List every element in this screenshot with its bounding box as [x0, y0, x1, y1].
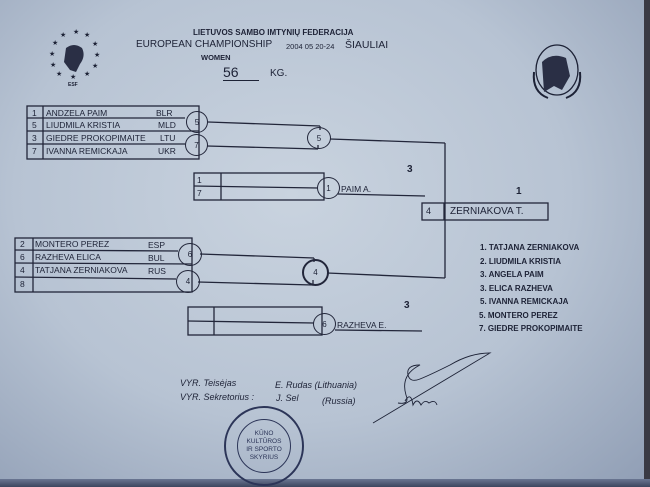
- chief-judge: E. Rudas (Lithuania): [275, 380, 358, 390]
- place: 1: [516, 186, 522, 197]
- country: UKR: [158, 146, 176, 156]
- seed: 5: [32, 120, 37, 130]
- athlete-name: GIEDRE PROKOPIMAITE: [46, 133, 146, 143]
- federation-name: LIETUVOS SAMBO IMTYNIŲ FEDERACIJA: [193, 28, 354, 37]
- standing: 3. ANGELA PAIM: [480, 270, 544, 279]
- bronze-winner: RAZHEVA E.: [337, 320, 387, 330]
- weight-unit: KG.: [270, 68, 288, 79]
- standing: 7. GIEDRE PROKOPIMAITE: [479, 324, 583, 333]
- athlete-name: IVANNA REMICKAJA: [46, 146, 128, 156]
- stamp-line: IR SPORTO: [246, 446, 282, 453]
- stamp-line: SKYRIUS: [249, 454, 279, 461]
- athlete-name: LIUDMILA KRISTIA: [46, 120, 121, 130]
- svg-text:★: ★: [49, 50, 55, 58]
- stamp-line: KŪNO: [254, 430, 274, 437]
- country: ESP: [148, 240, 166, 250]
- country: BUL: [148, 253, 165, 263]
- seed: 1: [197, 175, 202, 185]
- athlete-name: RAZHEVA ELICA: [35, 252, 101, 262]
- bout-winner-circle: 4: [302, 259, 329, 286]
- bout-winner-circle: 6: [178, 243, 202, 266]
- athlete-name: TATJANA ZERNIAKOVA: [35, 265, 128, 275]
- athlete-name: ANDZELA PAIM: [46, 108, 108, 118]
- champion-name: ZERNIAKOVA T.: [450, 206, 524, 217]
- judge-label: VYR. Teisėjas: [180, 378, 237, 388]
- category: WOMEN: [201, 53, 231, 62]
- esf-logo: ★★★ ★★★ ★★★ ★★★: [49, 28, 100, 81]
- svg-text:★: ★: [50, 61, 56, 69]
- bout-winner-circle: 1: [317, 177, 340, 199]
- svg-text:★: ★: [92, 62, 98, 70]
- athlete-name: MONTERO PEREZ: [35, 239, 110, 249]
- table-edge: [0, 479, 650, 487]
- chief-secretary: J. Sel: [276, 393, 299, 403]
- svg-text:★: ★: [84, 70, 90, 78]
- seed: 8: [20, 279, 25, 289]
- bronze-winner: PAIM A.: [341, 184, 372, 194]
- seed: 2: [20, 239, 25, 249]
- country: LTU: [160, 133, 176, 143]
- sambo-federation-logo: [532, 44, 582, 99]
- bout-winner-circle: 4: [176, 270, 200, 293]
- svg-text:★: ★: [94, 51, 100, 59]
- seed: 7: [32, 146, 37, 156]
- standing: 5. IVANNA REMICKAJA: [480, 297, 569, 306]
- standing: 3. ELICA RAZHEVA: [480, 284, 553, 293]
- place: 3: [404, 300, 410, 311]
- svg-text:★: ★: [52, 39, 58, 47]
- weight-class: 56: [223, 64, 259, 81]
- svg-text:★: ★: [92, 40, 98, 48]
- svg-text:★: ★: [70, 73, 76, 81]
- bout-winner-circle: 7: [185, 134, 208, 156]
- seed: 3: [32, 133, 37, 143]
- seed: 4: [20, 265, 25, 275]
- event-title: EUROPEAN CHAMPIONSHIP: [136, 39, 273, 50]
- standing: 2. LIUDMILA KRISTIA: [480, 257, 562, 266]
- signature: [372, 352, 492, 424]
- secretary-label: VYR. Sekretorius :: [180, 392, 255, 402]
- stamp-line: KULTŪROS: [246, 438, 282, 445]
- event-dates: 2004 05 20-24: [286, 42, 335, 51]
- svg-text:★: ★: [60, 31, 66, 39]
- svg-text:★: ★: [84, 31, 90, 39]
- esf-logo-label: ESF: [68, 82, 78, 88]
- place: 3: [407, 164, 413, 175]
- country: MLD: [158, 120, 176, 130]
- seed: 6: [20, 252, 25, 262]
- standing: 5. MONTERO PEREZ: [479, 311, 558, 320]
- official-stamp: KŪNO KULTŪROS IR SPORTO SKYRIUS: [224, 406, 304, 486]
- bout-winner-circle: 6: [313, 313, 336, 335]
- standing: 1. TATJANA ZERNIAKOVA: [480, 243, 580, 252]
- bout-winner-circle: 5: [307, 127, 331, 149]
- seed: 7: [197, 188, 202, 198]
- svg-text:★: ★: [73, 28, 79, 36]
- country: RUS: [148, 266, 166, 276]
- secretary-country: (Russia): [322, 396, 356, 406]
- country: BLR: [156, 108, 173, 118]
- paper-edge: [644, 0, 650, 487]
- seed: 1: [32, 108, 37, 118]
- final-seed: 4: [426, 206, 432, 216]
- bout-winner-circle: 5: [186, 111, 208, 133]
- svg-text:★: ★: [56, 70, 62, 78]
- event-city: ŠIAULIAI: [345, 39, 389, 51]
